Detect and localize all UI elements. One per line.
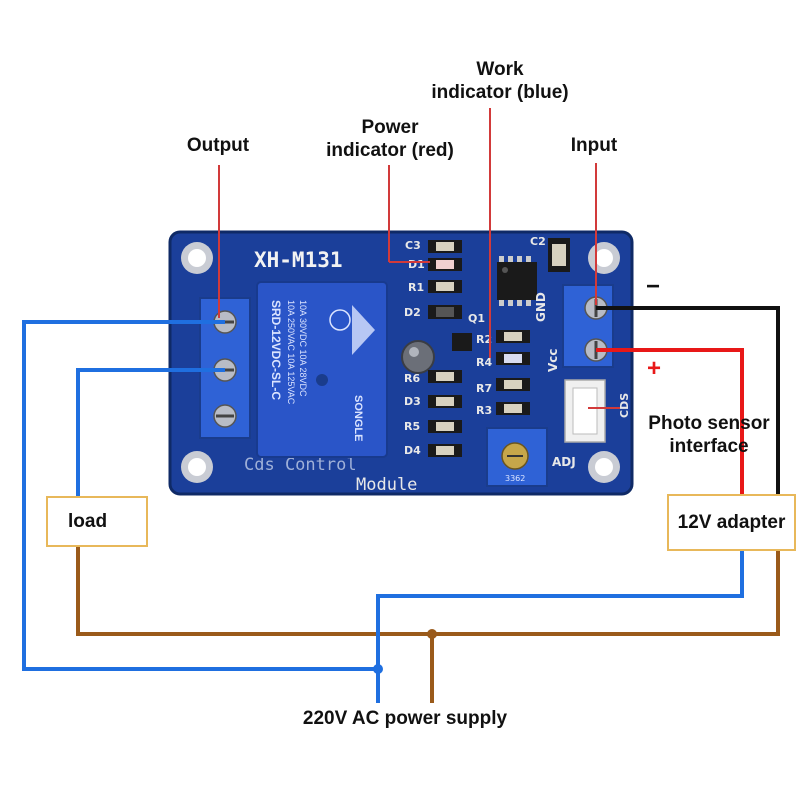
work-indicator-led (496, 352, 530, 365)
label-c3: C3 (405, 239, 421, 252)
label-d2: D2 (404, 306, 421, 319)
smd-component (428, 240, 462, 253)
label-r5: R5 (404, 420, 420, 433)
label-q1: Q1 (468, 312, 485, 325)
relay-module-board: XH-M131 Cds Control Module SONGLE SRD-12… (168, 230, 634, 496)
label-d4: D4 (404, 444, 421, 457)
smd-component (548, 238, 570, 272)
black-wire-gnd (596, 306, 780, 494)
smd-component (496, 330, 530, 343)
label-cds: CDS (618, 393, 631, 418)
ic-chip (497, 256, 537, 306)
label-r1: R1 (408, 281, 424, 294)
junction-dot (373, 664, 383, 674)
mounting-hole (181, 451, 213, 483)
load-box: load (46, 496, 148, 547)
electrolytic-capacitor (401, 340, 435, 374)
board-footer-line2: Module (356, 475, 417, 495)
blue-wire-output-com (76, 368, 225, 496)
smd-component (496, 378, 530, 391)
plus-sign: + (647, 355, 662, 382)
output-label: Output (186, 135, 250, 156)
smd-component (428, 370, 462, 383)
power-supply-label: 220V AC power supply (302, 708, 508, 729)
photo-sensor-label: Photo sensor interface (648, 413, 770, 457)
label-d3: D3 (404, 395, 421, 408)
input-screw-terminal (562, 284, 614, 368)
blue-wire-adapter (376, 551, 744, 703)
label-adj: ADJ (552, 455, 576, 469)
brown-wire-load (76, 547, 780, 636)
smd-component (428, 395, 462, 408)
relay-model: SRD-12VDC-SL-C (269, 300, 283, 400)
junction-dot (427, 629, 437, 639)
power-indicator-label: Power indicator (red) (326, 117, 454, 161)
label-r6: R6 (404, 372, 420, 385)
transistor-q1 (452, 333, 472, 351)
label-vcc: Vcc (546, 348, 560, 372)
mounting-hole (588, 451, 620, 483)
board-model-label: XH-M131 (254, 248, 343, 272)
wires (22, 306, 780, 703)
adapter-box: 12V adapter (667, 494, 796, 551)
relay: SONGLE SRD-12VDC-SL-C 10A 250VAC 10A 125… (256, 281, 388, 458)
relay-spec-2: 10A 30VDC 10A 28VDC (298, 300, 308, 397)
label-r7: R7 (476, 382, 492, 395)
label-r4: R4 (476, 356, 492, 369)
label-r2: R2 (476, 333, 492, 346)
smd-component (496, 402, 530, 415)
label-c2: C2 (530, 235, 546, 248)
smd-component (428, 444, 462, 457)
leader-lines (218, 108, 620, 409)
smd-component (428, 280, 462, 293)
mounting-hole (181, 242, 213, 274)
relay-spec-1: 10A 250VAC 10A 125VAC (286, 300, 296, 405)
red-wire-vcc (596, 348, 744, 494)
board-footer-line1: Cds Control (244, 455, 357, 475)
minus-sign: − (646, 273, 661, 300)
mounting-hole (588, 242, 620, 274)
label-r3: R3 (476, 404, 492, 417)
relay-brand: SONGLE (352, 395, 364, 441)
pot-code: 3362 (505, 474, 525, 483)
smd-component (428, 305, 462, 319)
work-indicator-label: Work indicator (blue) (431, 59, 569, 103)
potentiometer: 3362 (486, 427, 548, 487)
power-indicator-led (428, 258, 462, 271)
label-gnd: GND (534, 292, 548, 322)
blue-wire-output-nc (22, 320, 378, 671)
photo-sensor-connector (564, 379, 606, 443)
label-d1: D1 (408, 258, 425, 271)
input-label: Input (570, 135, 618, 156)
smd-component (428, 420, 462, 433)
